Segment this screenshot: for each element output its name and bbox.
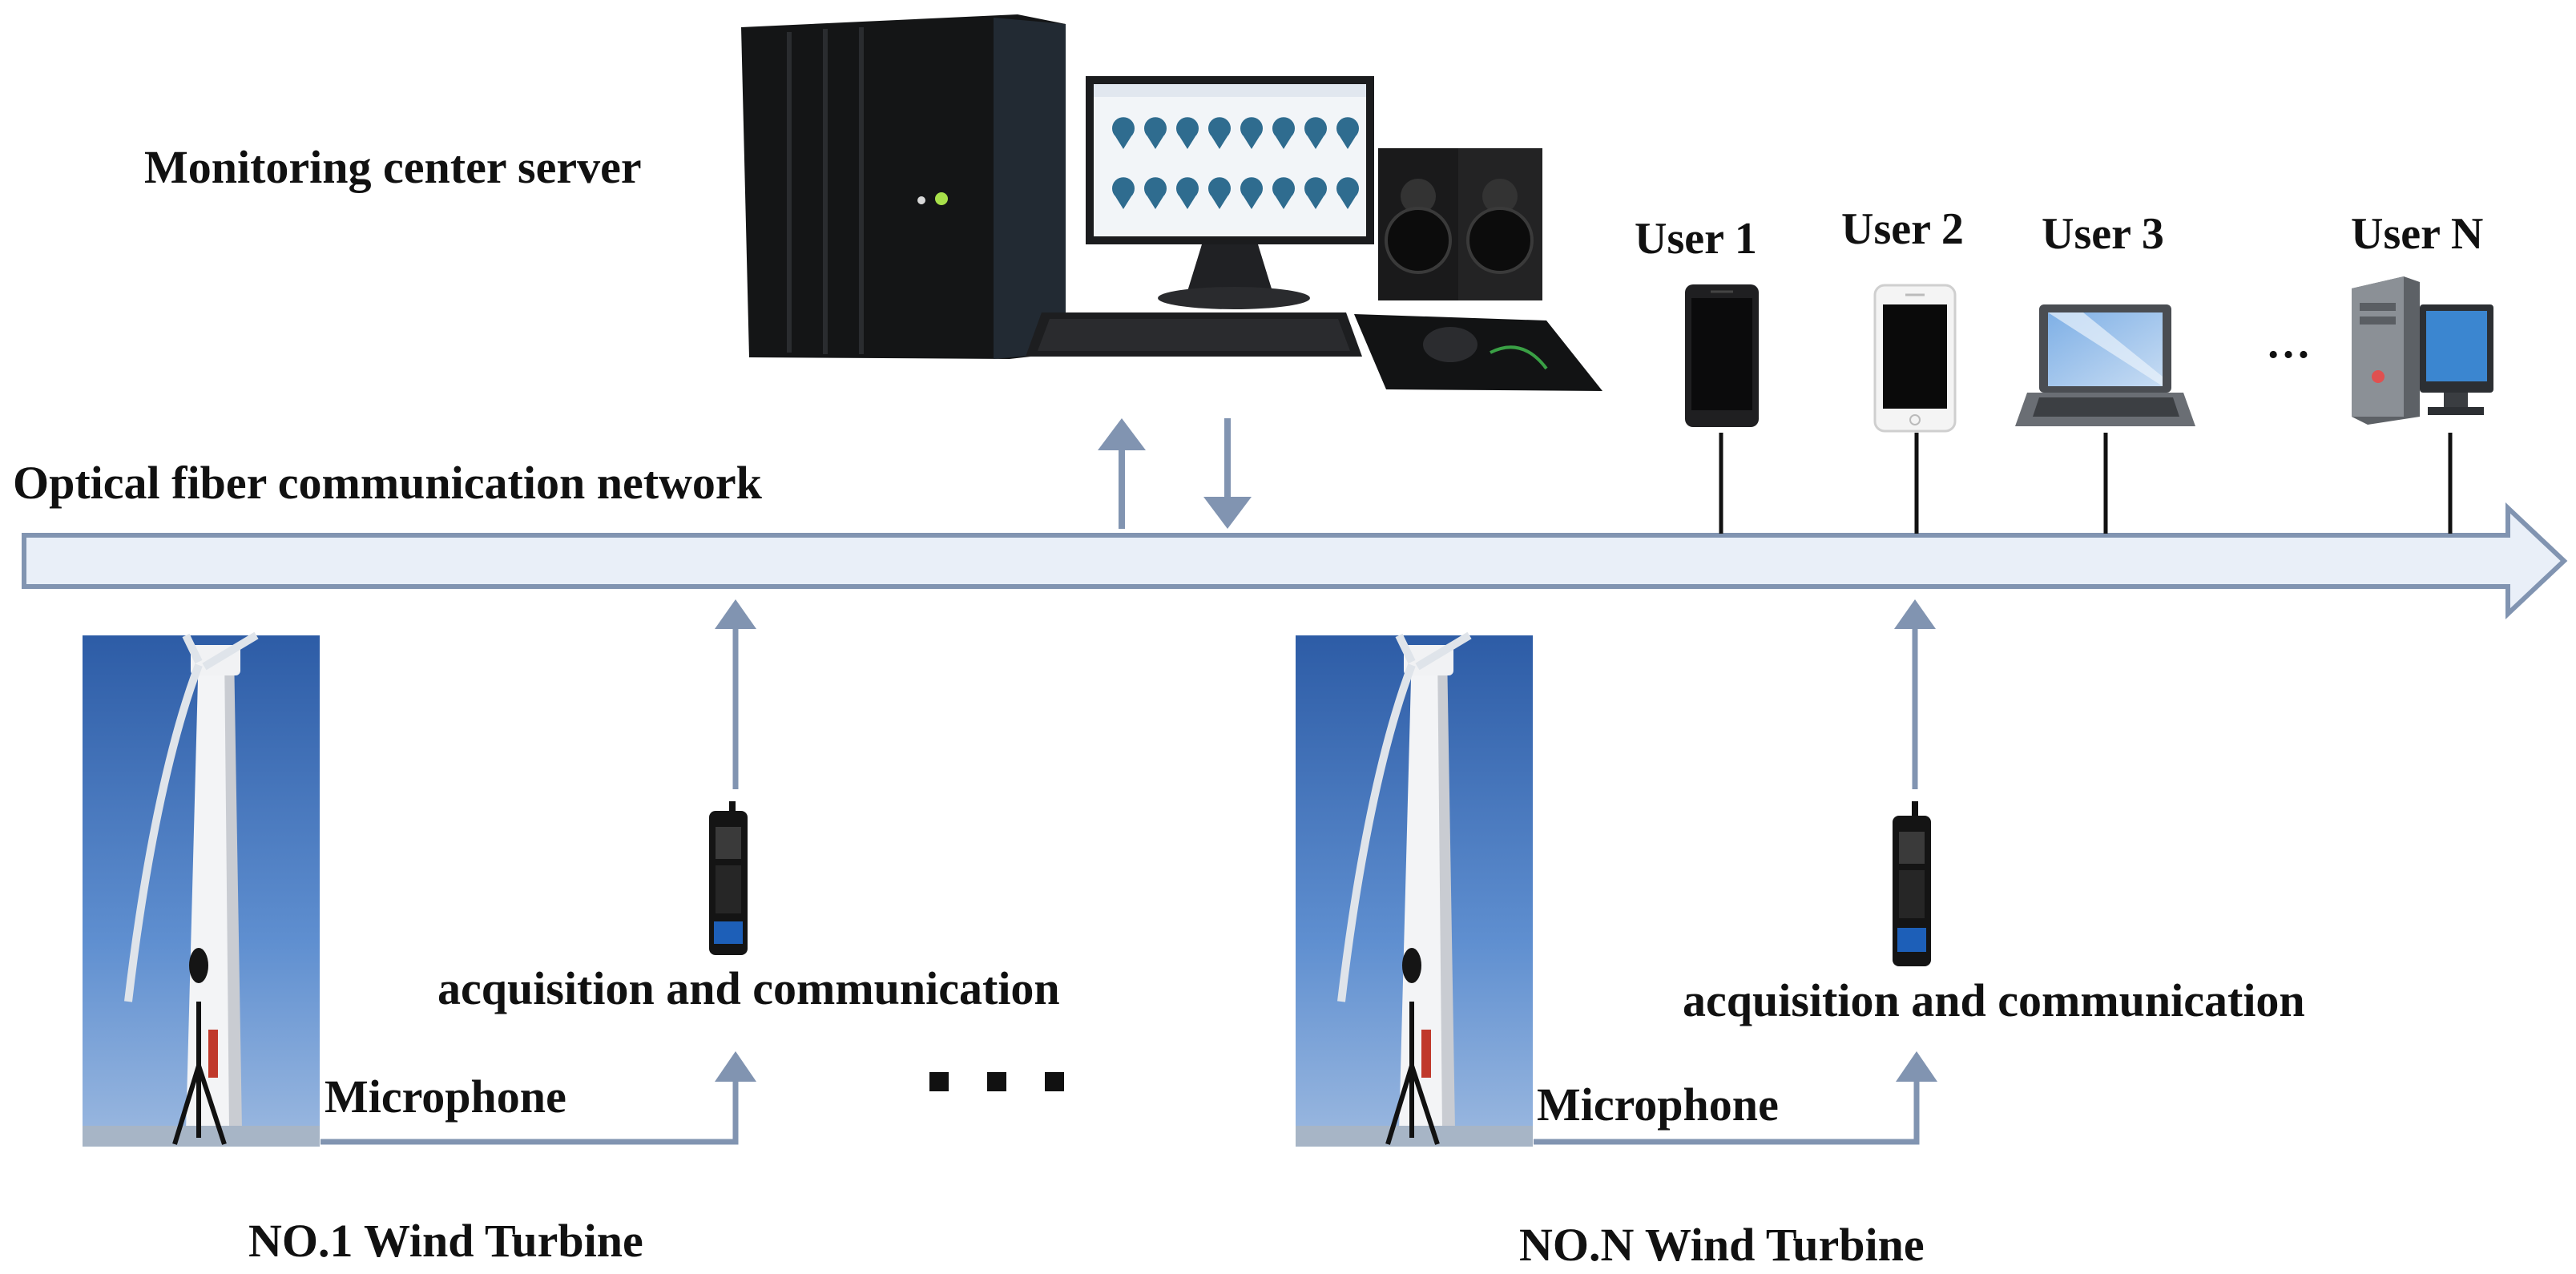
user-label-3: User 3: [2042, 209, 2164, 259]
server-downlink-arrow: [1203, 418, 1252, 529]
microphoneN-path: [1534, 1051, 1937, 1145]
user-links: [1719, 433, 2453, 534]
acquisition-device-N: [1893, 801, 1931, 966]
turbineN-photo: [1296, 631, 1533, 1147]
network-label: Optical fiber communication network: [13, 457, 762, 509]
device1-uplink-arrow: [715, 599, 756, 789]
server-monitor: [1086, 76, 1374, 309]
userN-desktop: [2352, 276, 2493, 425]
acquisition-device-1: [709, 801, 748, 955]
user3-laptop: [2015, 304, 2195, 426]
user-label-2: User 2: [1841, 204, 1964, 254]
server-tower: [741, 14, 1066, 359]
mouse-pad: [1354, 314, 1602, 391]
user-label-n: User N: [2351, 209, 2484, 259]
user-label-1: User 1: [1635, 214, 1757, 264]
monitor-dashboard-pins: [1112, 117, 1359, 209]
microphone-label-n: Microphone: [1537, 1078, 1779, 1131]
users-ellipsis: …: [2266, 318, 2311, 368]
turbine-label-1: NO.1 Wind Turbine: [248, 1215, 643, 1267]
keyboard: [1026, 312, 1362, 357]
acquisition-label-n: acquisition and communication: [1683, 974, 2305, 1026]
microphone-label-1: Microphone: [325, 1070, 566, 1123]
speakers: [1378, 148, 1542, 300]
server-label: Monitoring center server: [144, 141, 642, 193]
turbine-ellipsis: [929, 1072, 1064, 1091]
user2-smartphone: [1873, 284, 1957, 433]
server-uplink-arrow: [1098, 418, 1146, 529]
user1-smartphone: [1685, 284, 1759, 427]
turbine-label-n: NO.N Wind Turbine: [1519, 1219, 1925, 1271]
turbine1-photo: [83, 631, 320, 1147]
fiber-network-arrow: [22, 502, 2568, 619]
microphone1-path: [320, 1051, 756, 1145]
acquisition-label-1: acquisition and communication: [437, 962, 1060, 1014]
deviceN-uplink-arrow: [1894, 599, 1936, 789]
